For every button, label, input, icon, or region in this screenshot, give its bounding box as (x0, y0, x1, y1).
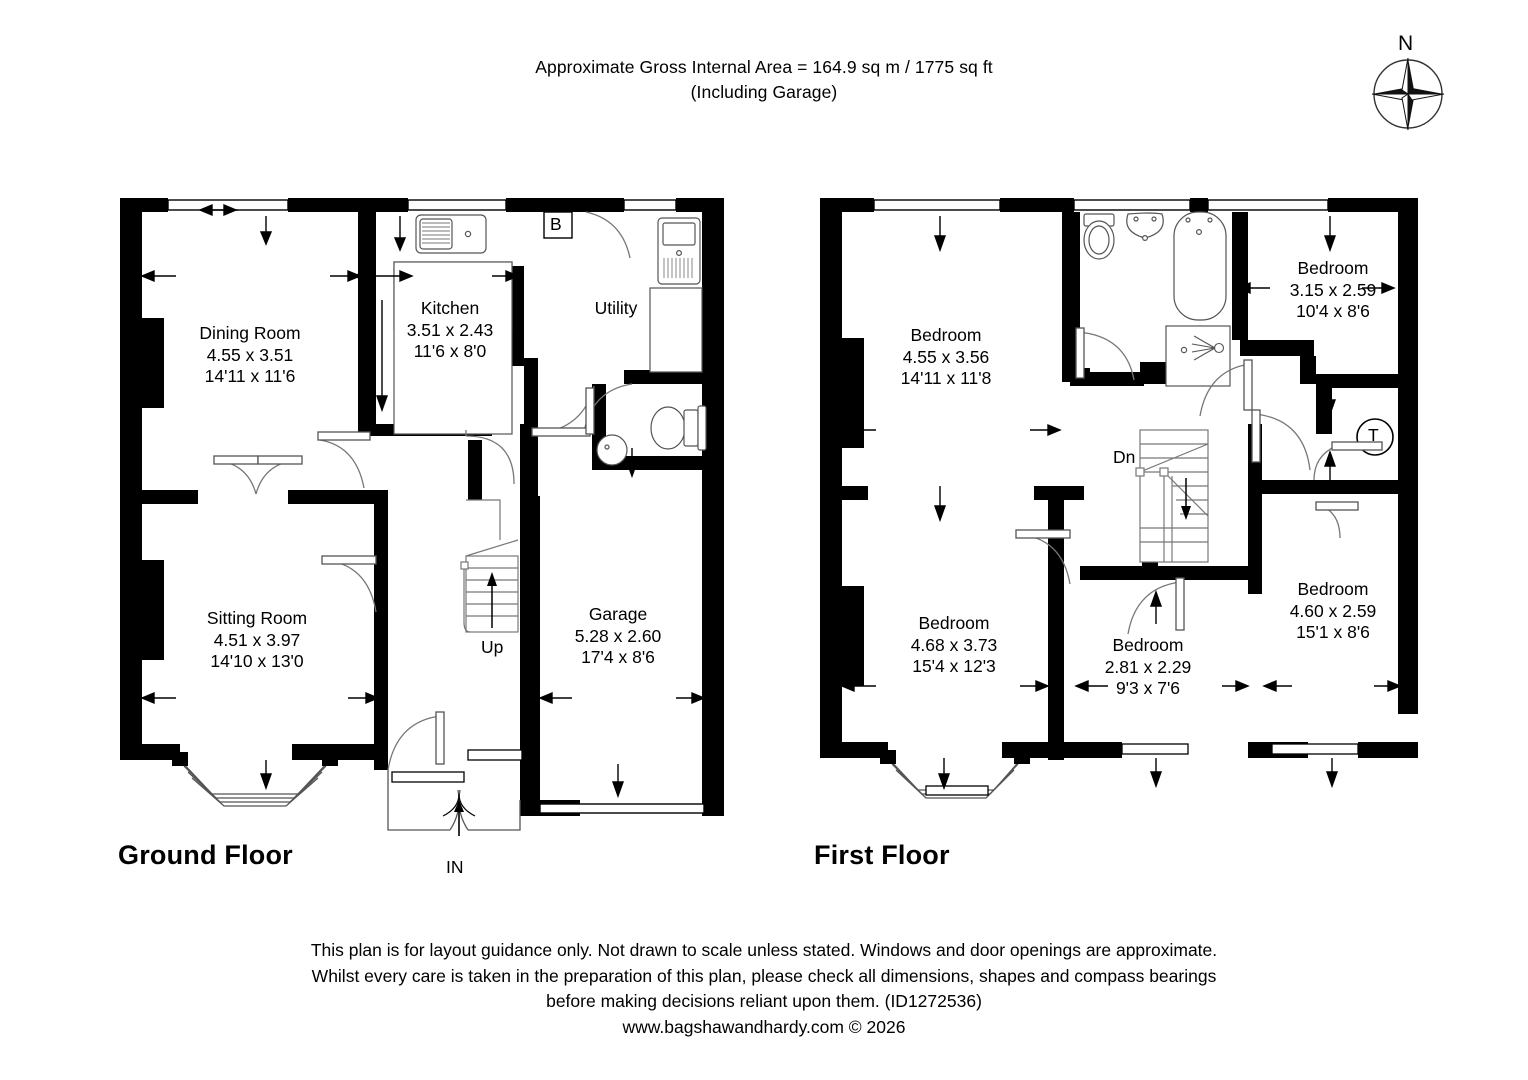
kitchen-sink-icon (415, 214, 487, 254)
room-imperial: 15'1 x 8'6 (1296, 622, 1370, 642)
room-metric: 4.60 x 2.59 (1289, 600, 1377, 621)
room-imperial: 9'3 x 7'6 (1115, 678, 1181, 698)
room-metric: 3.15 x 2.59 (1289, 279, 1377, 300)
room-name: Bedroom (1297, 258, 1369, 278)
entrance-arrow-icon (442, 793, 476, 836)
bathroom-fixtures-icon (1083, 211, 1231, 387)
room-label-garage: Garage 5.28 x 2.60 17'4 x 8'6 (548, 604, 688, 669)
room-label-kitchen: Kitchen 3.51 x 2.43 11'6 x 8'0 (352, 298, 548, 363)
room-label-bedroom-5: Bedroom 2.81 x 2.29 9'3 x 7'6 (1068, 635, 1228, 700)
website-copyright: www.bagshawandhardy.com © 2026 (622, 1016, 906, 1037)
disclaimer-footer: This plan is for layout guidance only. N… (0, 938, 1528, 1040)
tank-badge-label: T (1368, 425, 1379, 445)
room-name: Utility (594, 298, 638, 318)
wc-fixtures-icon (596, 405, 707, 466)
room-label-bedroom-2: Bedroom 3.15 x 2.59 10'4 x 8'6 (1248, 258, 1418, 323)
room-imperial: 14'11 x 11'6 (204, 366, 296, 386)
room-name: Kitchen (420, 298, 480, 318)
room-name: Dining Room (199, 323, 301, 343)
first-floor-plan (820, 198, 1418, 799)
room-name: Bedroom (910, 325, 982, 345)
compass-rose-icon: N (1356, 32, 1464, 136)
stairs-up-label: Up (481, 637, 504, 657)
compass-north-label: N (1398, 32, 1414, 55)
utility-appliance-icon (649, 217, 703, 373)
room-label-dining-room: Dining Room 4.55 x 3.51 14'11 x 11'6 (148, 323, 352, 388)
stairs-down-label: Dn (1113, 447, 1136, 467)
disclaimer-line-2: Whilst every care is taken in the prepar… (311, 965, 1217, 986)
room-label-bedroom-3: Bedroom 4.60 x 2.59 15'1 x 8'6 (1248, 579, 1418, 644)
disclaimer-line-1: This plan is for layout guidance only. N… (310, 940, 1218, 960)
room-metric: 5.28 x 2.60 (574, 625, 662, 646)
room-name: Bedroom (918, 613, 990, 633)
room-label-bedroom-1: Bedroom 4.55 x 3.56 14'11 x 11'8 (846, 325, 1046, 390)
first-floor-title: First Floor (814, 840, 950, 870)
room-metric: 4.51 x 3.97 (213, 629, 301, 650)
room-label-bedroom-4: Bedroom 4.68 x 3.73 15'4 x 12'3 (868, 613, 1040, 678)
boiler-badge (543, 211, 573, 239)
room-metric: 2.81 x 2.29 (1104, 656, 1192, 677)
boiler-badge-label: B (550, 214, 562, 234)
room-name: Sitting Room (206, 608, 308, 628)
area-header: Approximate Gross Internal Area = 164.9 … (0, 55, 1528, 105)
room-metric: 3.51 x 2.43 (406, 319, 494, 340)
ground-floor-title: Ground Floor (118, 840, 293, 870)
room-imperial: 17'4 x 8'6 (581, 647, 655, 667)
room-imperial: 10'4 x 8'6 (1296, 301, 1370, 321)
room-name: Bedroom (1297, 579, 1369, 599)
stairs-up-icon (460, 499, 519, 633)
stairs-down-icon (1135, 429, 1209, 563)
room-label-utility: Utility (560, 298, 672, 320)
including-garage-line: (Including Garage) (690, 82, 838, 102)
room-imperial: 11'6 x 8'0 (413, 341, 487, 361)
room-imperial: 15'4 x 12'3 (912, 656, 996, 676)
gross-area-line: Approximate Gross Internal Area = 164.9 … (535, 57, 993, 77)
entrance-label: IN (446, 857, 464, 877)
disclaimer-line-3: before making decisions reliant upon the… (546, 991, 982, 1011)
room-imperial: 14'11 x 11'8 (900, 368, 992, 388)
shower-head-icon (1191, 335, 1225, 361)
room-name: Bedroom (1112, 635, 1184, 655)
room-name: Garage (588, 604, 648, 624)
room-imperial: 14'10 x 13'0 (210, 651, 304, 671)
room-metric: 4.68 x 3.73 (910, 634, 998, 655)
room-metric: 4.55 x 3.56 (902, 346, 990, 367)
room-metric: 4.55 x 3.51 (206, 344, 294, 365)
ground-floor-plan (120, 198, 724, 836)
room-label-sitting-room: Sitting Room 4.51 x 3.97 14'10 x 13'0 (152, 608, 362, 673)
